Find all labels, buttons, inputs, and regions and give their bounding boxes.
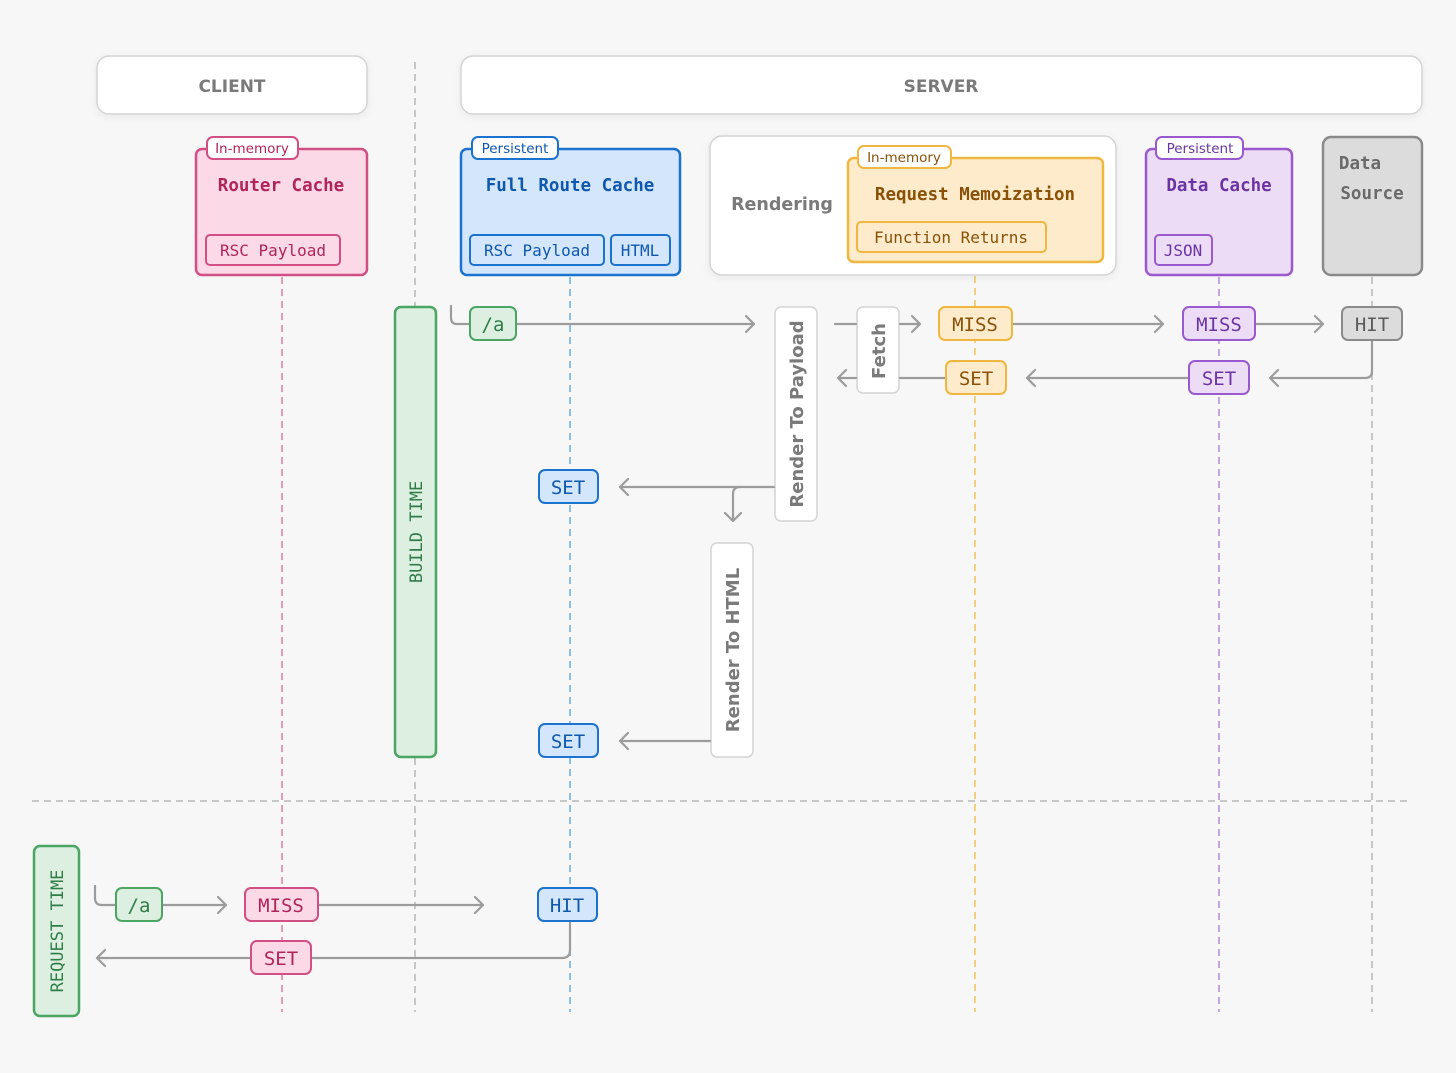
- router-cache-item: RSC Payload: [220, 241, 326, 260]
- fetch-step: Fetch: [856, 306, 900, 394]
- render-to-html-label: Render To HTML: [723, 568, 744, 732]
- arrows: [93, 304, 1374, 968]
- full-route-hit-return-connector: [310, 919, 572, 960]
- router-set-to-client-arrow: [95, 948, 253, 968]
- memo-miss-tag-label: MISS: [952, 314, 998, 336]
- full-route-hit-tag: HIT: [537, 887, 598, 922]
- server-header: SERVER: [460, 55, 1423, 115]
- request-route-entry-connector: [93, 884, 118, 907]
- fetch-to-render-arrow: [836, 368, 858, 388]
- data-cache-item: JSON: [1164, 241, 1203, 260]
- memo-miss-tag: MISS: [938, 306, 1013, 341]
- render-to-payload-label: Render To Payload: [787, 320, 808, 507]
- data-cache-badge: Persistent: [1167, 141, 1234, 157]
- payload-to-route-set-arrow: [618, 477, 776, 497]
- data-source-title-line1: Data: [1339, 154, 1381, 174]
- server-header-label: SERVER: [904, 77, 979, 97]
- router-cache-title: Router Cache: [218, 176, 344, 196]
- memo-miss-to-data-cache-arrow: [1010, 314, 1165, 334]
- full-route-set-html-tag: SET: [538, 723, 599, 758]
- router-set-tag: SET: [250, 940, 312, 975]
- render-to-html-step: Render To HTML: [710, 542, 754, 758]
- fetch-to-memo-arrow: [898, 314, 922, 334]
- data-cache-title: Data Cache: [1166, 176, 1271, 196]
- router-miss-tag-label: MISS: [258, 895, 304, 917]
- request-memoization: In-memory Request Memoization Function R…: [846, 145, 1105, 264]
- fetch-label: Fetch: [869, 323, 890, 379]
- full-route-set-html-tag-label: SET: [551, 731, 585, 753]
- build-route-to-render-arrow: [514, 314, 756, 334]
- data-source-hit-tag: HIT: [1341, 306, 1403, 341]
- router-miss-tag: MISS: [244, 887, 319, 922]
- data-cache-set-tag: SET: [1188, 360, 1250, 395]
- memo-item: Function Returns: [874, 228, 1028, 247]
- full-route-set-payload-tag: SET: [538, 469, 599, 504]
- html-to-route-set-arrow: [618, 731, 712, 751]
- full-route-cache: Persistent Full Route Cache RSC Payload …: [459, 136, 682, 277]
- build-time-label: BUILD TIME: [407, 481, 427, 583]
- request-route-to-router-arrow: [160, 895, 228, 915]
- client-header: CLIENT: [96, 55, 368, 115]
- data-cache-miss-to-source-arrow: [1252, 314, 1325, 334]
- build-route-tag-label: /a: [482, 314, 505, 336]
- data-source-title-line2: Source: [1340, 184, 1403, 204]
- build-route-entry-connector: [449, 304, 472, 326]
- data-cache-miss-tag-label: MISS: [1196, 314, 1242, 336]
- payload-to-html-arrow: [723, 485, 743, 523]
- full-route-cache-item-rsc: RSC Payload: [484, 241, 590, 260]
- data-cache: Persistent Data Cache JSON: [1144, 136, 1294, 277]
- full-route-cache-item-html: HTML: [621, 241, 660, 260]
- memo-badge: In-memory: [867, 150, 941, 166]
- build-route-tag: /a: [469, 306, 517, 341]
- data-source-hit-tag-label: HIT: [1355, 314, 1389, 336]
- memo-title: Request Memoization: [875, 185, 1075, 205]
- router-set-tag-label: SET: [264, 948, 298, 970]
- memo-set-tag: SET: [945, 360, 1007, 395]
- full-route-set-payload-tag-label: SET: [551, 477, 585, 499]
- render-to-payload-step: Render To Payload: [774, 306, 818, 522]
- router-miss-to-full-route-arrow: [316, 895, 485, 915]
- build-time-bar: BUILD TIME: [393, 305, 438, 759]
- router-cache: In-memory Router Cache RSC Payload: [194, 136, 369, 277]
- request-route-tag-label: /a: [128, 895, 151, 917]
- request-time-label: REQUEST TIME: [48, 870, 68, 993]
- request-route-tag: /a: [115, 887, 163, 922]
- client-header-label: CLIENT: [198, 77, 265, 97]
- data-source: Data Source: [1321, 135, 1424, 277]
- source-hit-return-arrow: [1268, 337, 1374, 388]
- full-route-hit-tag-label: HIT: [550, 895, 584, 917]
- memo-set-tag-label: SET: [959, 368, 993, 390]
- full-route-cache-title: Full Route Cache: [486, 176, 655, 196]
- data-cache-set-tag-label: SET: [1202, 368, 1236, 390]
- rendering-label: Rendering: [731, 195, 833, 215]
- data-cache-set-to-memo-arrow: [1025, 368, 1190, 388]
- full-route-cache-badge: Persistent: [482, 141, 549, 157]
- router-cache-badge: In-memory: [215, 141, 289, 157]
- request-time-bar: REQUEST TIME: [32, 844, 81, 1018]
- data-cache-miss-tag: MISS: [1182, 306, 1256, 341]
